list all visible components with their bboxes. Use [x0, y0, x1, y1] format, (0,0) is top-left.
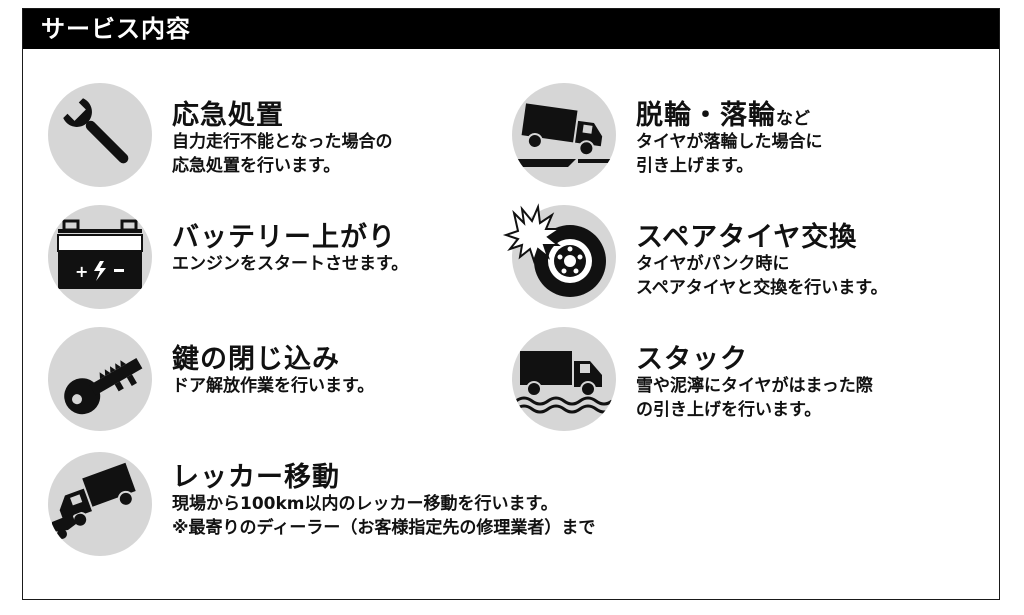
key-icon	[48, 327, 152, 431]
service-title: 鍵の閉じ込み	[172, 344, 340, 375]
panel-header: サービス内容	[23, 9, 999, 49]
service-description: ドア解放作業を行います。	[172, 376, 375, 396]
tow-truck-icon	[48, 452, 152, 556]
truck-tilted-icon	[512, 83, 616, 187]
service-title: バッテリー上がり	[172, 222, 396, 253]
service-title: スタック	[636, 344, 748, 375]
service-description: 雪や泥濘にタイヤがはまった際 の引き上げを行います。	[636, 376, 873, 420]
service-title: レッカー移動	[172, 462, 340, 493]
service-description: 現場から100km以内のレッカー移動を行います。 ※最寄りのディーラー（お客様指…	[172, 494, 596, 538]
truck-stuck-icon	[512, 327, 616, 431]
service-title: 応急処置	[172, 100, 284, 131]
service-description: タイヤが落輪した場合に 引き上げます。	[636, 132, 823, 176]
service-title: スペアタイヤ交換	[636, 222, 858, 253]
service-panel: サービス内容	[22, 8, 1000, 600]
service-description: エンジンをスタートさせます。	[172, 254, 409, 274]
service-description: 自力走行不能となった場合の 応急処置を行います。	[172, 132, 393, 176]
battery-icon: +	[48, 205, 152, 309]
svg-text:+: +	[75, 262, 88, 281]
service-title: 脱輪・落輪など	[636, 100, 810, 131]
service-description: タイヤがパンク時に スペアタイヤと交換を行います。	[636, 254, 888, 298]
tire-burst-icon	[502, 203, 616, 309]
wrench-icon	[48, 83, 152, 187]
